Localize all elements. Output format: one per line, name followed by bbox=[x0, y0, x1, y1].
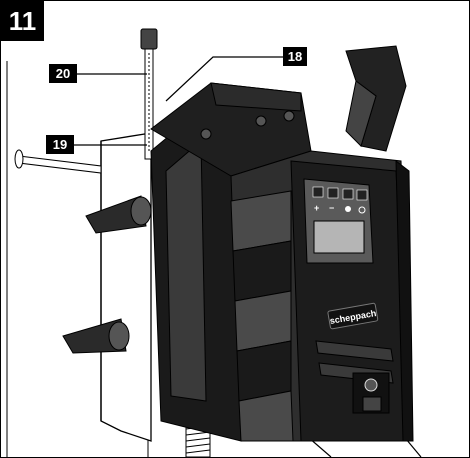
callout-18: 18 bbox=[283, 47, 307, 66]
power-icon bbox=[358, 206, 366, 214]
plus-button[interactable] bbox=[312, 186, 324, 198]
mode-icon bbox=[345, 206, 351, 212]
plus-symbol: + bbox=[314, 203, 319, 213]
control-panel: + − bbox=[303, 178, 374, 264]
callout-19: 19 bbox=[46, 135, 74, 154]
switch-housing bbox=[352, 372, 390, 414]
minus-symbol: − bbox=[329, 203, 334, 213]
brand-badge: scheppach bbox=[327, 302, 379, 330]
minus-button[interactable] bbox=[327, 187, 339, 199]
power-button[interactable] bbox=[356, 189, 368, 201]
switch-knob-icon bbox=[364, 378, 378, 392]
mounting-bracket bbox=[14, 132, 152, 442]
callout-20: 20 bbox=[49, 64, 77, 83]
display-screen bbox=[313, 220, 365, 254]
adjustment-rod bbox=[140, 28, 158, 160]
figure-number: 11 bbox=[1, 1, 44, 41]
leader-line-18 bbox=[165, 56, 283, 102]
mode-button[interactable] bbox=[342, 188, 354, 200]
